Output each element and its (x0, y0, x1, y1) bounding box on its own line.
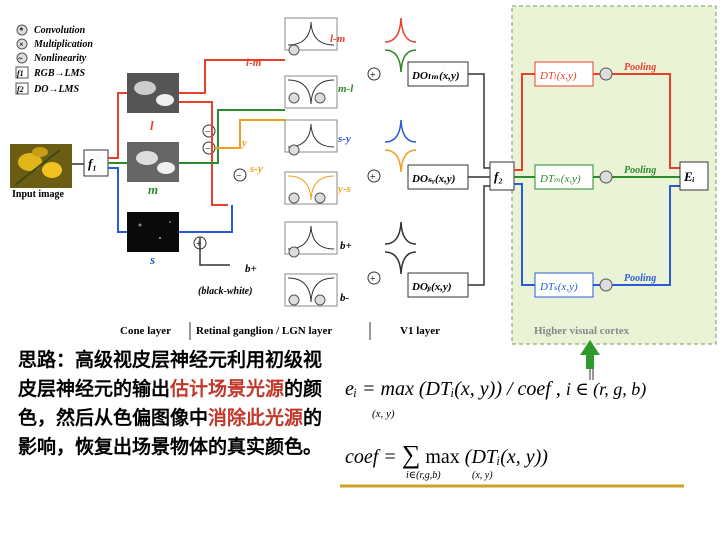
cone-image-m (127, 142, 179, 182)
ganglion-row-sy: s-y y-s (284, 119, 351, 205)
channel-s: s (149, 252, 155, 267)
notes-highlight1: 估计场景光源 (170, 378, 285, 400)
formula1-sub: (x, y) (372, 408, 395, 420)
channel-l: l (150, 118, 154, 133)
legend: * Convolution × Multiplication ~ Nonline… (15, 24, 93, 95)
formula-2: coef = ∑ max (DTᵢ(x, y)) (345, 440, 548, 470)
notes-part3: 的影响，恢复出场景物体的真实颜色。 (18, 407, 323, 458)
legend-multiplication: Multiplication (33, 39, 93, 50)
svg-text:−: − (205, 127, 211, 138)
formula2-max-sub: (x, y) (472, 470, 493, 481)
dt-l-label: DTₗ(x,y) (539, 70, 577, 82)
do-sy-box (407, 164, 469, 190)
e-label: Eᵢ (683, 169, 695, 184)
formula1-lhs: eᵢ = max (345, 378, 414, 400)
svg-text:~: ~ (18, 54, 23, 63)
formula2-lhs: coef = (345, 446, 397, 468)
ml-label: m-l (338, 83, 354, 95)
svg-text:×: × (19, 40, 24, 49)
b-right-label: b+ (340, 240, 352, 252)
sy-label: s-y (337, 133, 351, 145)
legend-convolution: Convolution (34, 25, 86, 36)
cone-image-l (127, 73, 179, 113)
cone-y-label: y (240, 137, 247, 149)
pooling-s: Pooling (624, 273, 656, 284)
cone-sy-label: s-y (249, 163, 263, 175)
f2-label: f₂ (494, 169, 503, 184)
input-image-label: Input image (12, 189, 65, 200)
svg-text:+: + (370, 274, 376, 285)
lm-left-label: l-m (246, 57, 262, 69)
formula1-cond: i ∈ (r, g, b) (565, 379, 647, 399)
svg-text:−: − (205, 144, 211, 155)
do-b-box (407, 272, 469, 298)
legend-rgb-lms: RGB→LMS (33, 68, 86, 79)
do-sy-label: DOₛᵧ(x,y) (411, 173, 455, 185)
formula2-max: max (425, 446, 460, 468)
formula1-body: (DTᵢ(x, y)) (418, 378, 502, 400)
svg-text:*: * (19, 26, 24, 35)
legend-do-lms: DO→LMS (33, 84, 79, 95)
formula2-sum-sub: i∈(r,g,b) (406, 470, 441, 481)
do-b-label: DOᵦ(x,y) (411, 281, 452, 293)
e-box (679, 161, 709, 191)
sum-node-3 (233, 168, 247, 182)
svg-text:f2: f2 (17, 85, 24, 94)
cone-bw-label: (black-white) (198, 286, 252, 297)
svg-text:+: + (370, 70, 376, 81)
pooling-m: Pooling (624, 165, 656, 176)
dt-s-box (534, 272, 594, 298)
notes-part2: 的颜色，然后从色偏图像中 (18, 378, 323, 429)
lm-top-label: l-m (330, 33, 346, 45)
legend-nonlinearity: Nonlinearity (33, 53, 87, 64)
layer-cone: Cone layer (120, 325, 171, 337)
layer-v1: V1 layer (400, 325, 440, 337)
cone-bplus-label: b+ (245, 263, 257, 275)
pooling-l: Pooling (624, 62, 656, 73)
layer-cortex: Higher visual cortex (534, 325, 630, 337)
svg-text:f1: f1 (17, 69, 24, 78)
notes-highlight2: 消除此光源 (208, 407, 304, 429)
dt-m-label: DTₘ(x,y) (539, 173, 581, 185)
layer-retinal: Retinal ganglion / LGN layer (196, 325, 332, 337)
channel-m: m (148, 182, 158, 197)
formula2-sum: ∑ (401, 440, 421, 469)
dt-s-label: DTₛ(x,y) (539, 281, 578, 293)
formula1-divide: / coef , (506, 378, 561, 400)
svg-text:+: + (196, 239, 202, 250)
formula-1: eᵢ = max (DTᵢ(x, y)) / coef , i ∈ (r, g,… (345, 378, 717, 401)
do-lm-box (407, 61, 469, 87)
cone-image-s (127, 212, 179, 252)
up-arrow (580, 340, 600, 369)
svg-text:+: + (370, 172, 376, 183)
b-minus-label: b- (340, 292, 350, 304)
notes-paragraph: 思路：高级视皮层神经元利用初级视皮层神经元的输出估计场景光源的颜色，然后从色偏图… (18, 346, 338, 462)
ganglion-row-b: b+ b- (284, 221, 352, 307)
input-image (10, 144, 72, 188)
formula2-body: (DTᵢ(x, y)) (464, 446, 548, 468)
f1-label: f₁ (88, 156, 97, 171)
do-lm-label: DOₗₘ(x,y) (411, 70, 460, 82)
ganglion-row-lm: l-m l-m m-l (246, 17, 354, 109)
do-glyphs: + + + (367, 17, 417, 285)
ys-label: y-s (336, 183, 351, 195)
notes-part1: 思路：高级视皮层神经元利用初级视皮层神经元的输出 (18, 349, 323, 400)
svg-text:−: − (236, 171, 242, 182)
